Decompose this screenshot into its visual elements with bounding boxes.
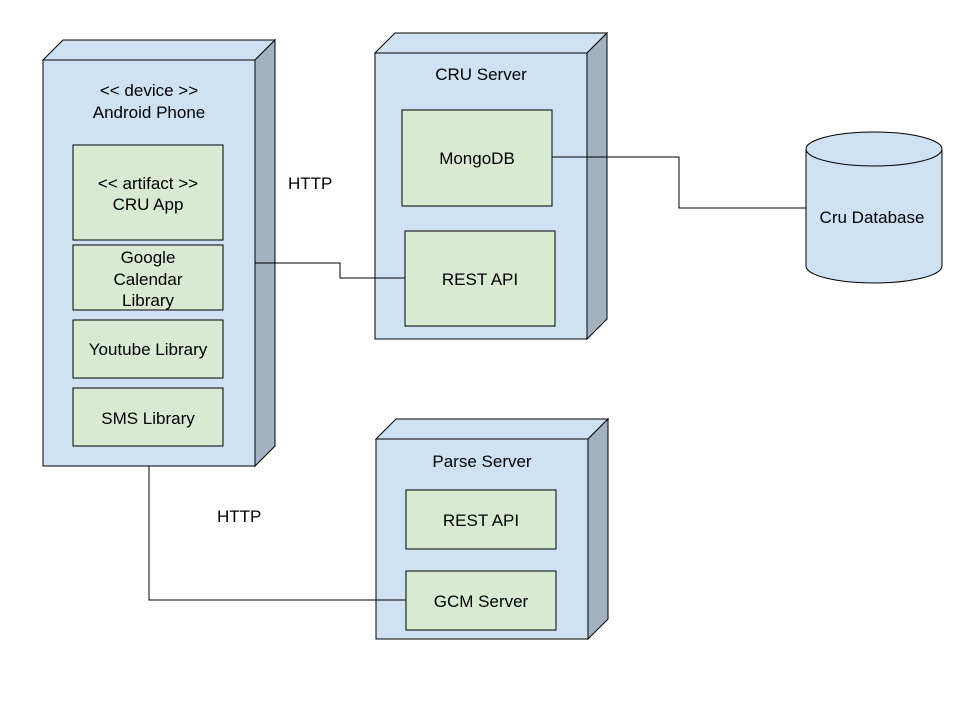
- android-phone-node[interactable]: << device >> Android Phone << artifact >…: [41, 38, 277, 468]
- sms-label: SMS Library: [101, 409, 195, 428]
- cru-app-stereotype: << artifact >>: [98, 174, 198, 193]
- cru-app-artifact[interactable]: << artifact >> CRU App: [72, 144, 224, 241]
- cru-rest-api-label: REST API: [442, 270, 518, 289]
- android-name: Android Phone: [93, 103, 205, 122]
- cru-database[interactable]: Cru Database: [805, 131, 943, 284]
- http-label-bottom: HTTP: [217, 507, 261, 526]
- gcal-line1: Google: [121, 248, 176, 267]
- connector-android-cru-rest: [255, 262, 405, 279]
- gcal-line2: Calendar: [114, 270, 183, 289]
- cru-node-side: [586, 31, 608, 341]
- connector-android-gcm: [148, 466, 406, 601]
- google-calendar-library[interactable]: Google Calendar Library: [72, 244, 224, 311]
- cru-server-name: CRU Server: [435, 65, 527, 84]
- database-name: Cru Database: [820, 208, 925, 227]
- youtube-library[interactable]: Youtube Library: [72, 319, 224, 379]
- youtube-label: Youtube Library: [89, 340, 208, 359]
- android-node-side: [254, 38, 276, 468]
- parse-node-side: [587, 417, 609, 641]
- parse-node-top: [374, 418, 610, 440]
- gcm-server-label: GCM Server: [434, 592, 529, 611]
- parse-server-name: Parse Server: [432, 452, 532, 471]
- mongodb-component[interactable]: MongoDB: [401, 109, 553, 207]
- gcm-server-component[interactable]: GCM Server: [405, 570, 557, 631]
- sms-library[interactable]: SMS Library: [72, 387, 224, 447]
- cru-node-top: [373, 32, 609, 54]
- parse-server-node[interactable]: Parse Server REST API GCM Server: [374, 417, 610, 641]
- android-node-top: [41, 39, 277, 61]
- parse-rest-api-component[interactable]: REST API: [405, 489, 557, 550]
- cru-app-name: CRU App: [113, 195, 184, 214]
- parse-rest-api-label: REST API: [443, 511, 519, 530]
- cru-server-node[interactable]: CRU Server MongoDB REST API: [373, 31, 609, 341]
- android-stereotype: << device >>: [100, 81, 198, 100]
- http-label-top: HTTP: [288, 174, 332, 193]
- database-body: [805, 149, 943, 284]
- cru-rest-api-component[interactable]: REST API: [404, 230, 556, 327]
- gcal-line3: Library: [122, 291, 174, 310]
- database-top: [805, 131, 943, 167]
- connector-mongodb-database: [552, 156, 806, 209]
- mongodb-label: MongoDB: [439, 149, 515, 168]
